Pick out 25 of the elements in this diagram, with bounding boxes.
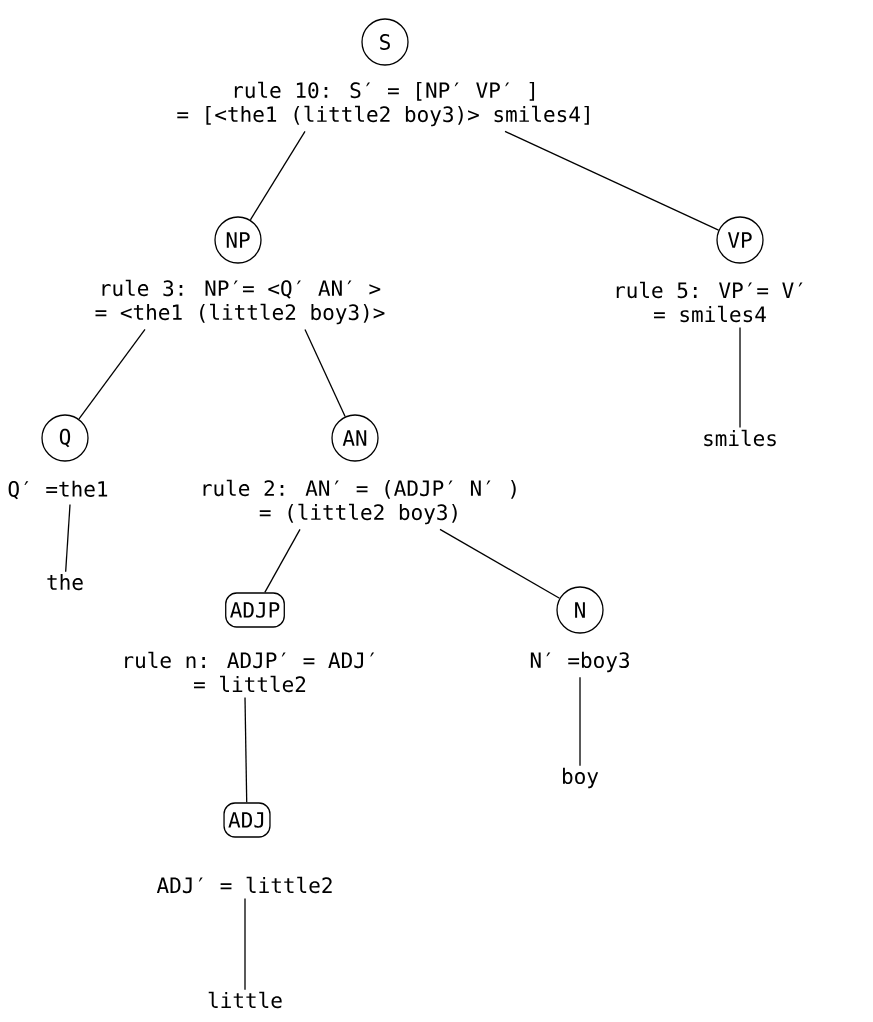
rule-text: rule 5: VP′= V′ = smiles4 [616,281,803,323]
tree-branch [244,696,248,803]
rule-text: ADJ′ = little2 [156,876,332,894]
tree-branch [579,676,581,767]
word-text: boy [563,767,599,789]
tree-branch [439,528,561,599]
tree-branch [65,503,71,573]
rule-text: smiles [704,429,776,447]
category-box: ADJP [225,592,285,628]
tree-branch [244,897,246,991]
word-text: the [47,573,83,591]
tree-branch [739,326,741,429]
word-text: little [208,991,282,1009]
rule-text: rule 10: S′ = [NP′ VP′ ] = [<the1 (little2 boy3)> smiles4] [177,81,589,127]
tree-branch [504,130,720,231]
rule-text: rule 2: AN′ = (ADJP′ N′ ) = (little2 boy3) [203,479,516,525]
rule-text: Q′ =the1 [8,480,108,500]
tree-branch [78,328,146,420]
category-box: ADJ [223,802,271,838]
tree-branch [249,130,306,221]
rule-text: N′ =boy3 [530,651,629,673]
rule-text: rule n: ADJP′ = ADJ′ = little2 [125,651,375,693]
tree-branch [264,528,301,593]
tree-branch [304,328,346,418]
rule-text: rule 3: NP′= <Q′ AN′ > = <the1 (little2 boy3)> [95,279,385,325]
